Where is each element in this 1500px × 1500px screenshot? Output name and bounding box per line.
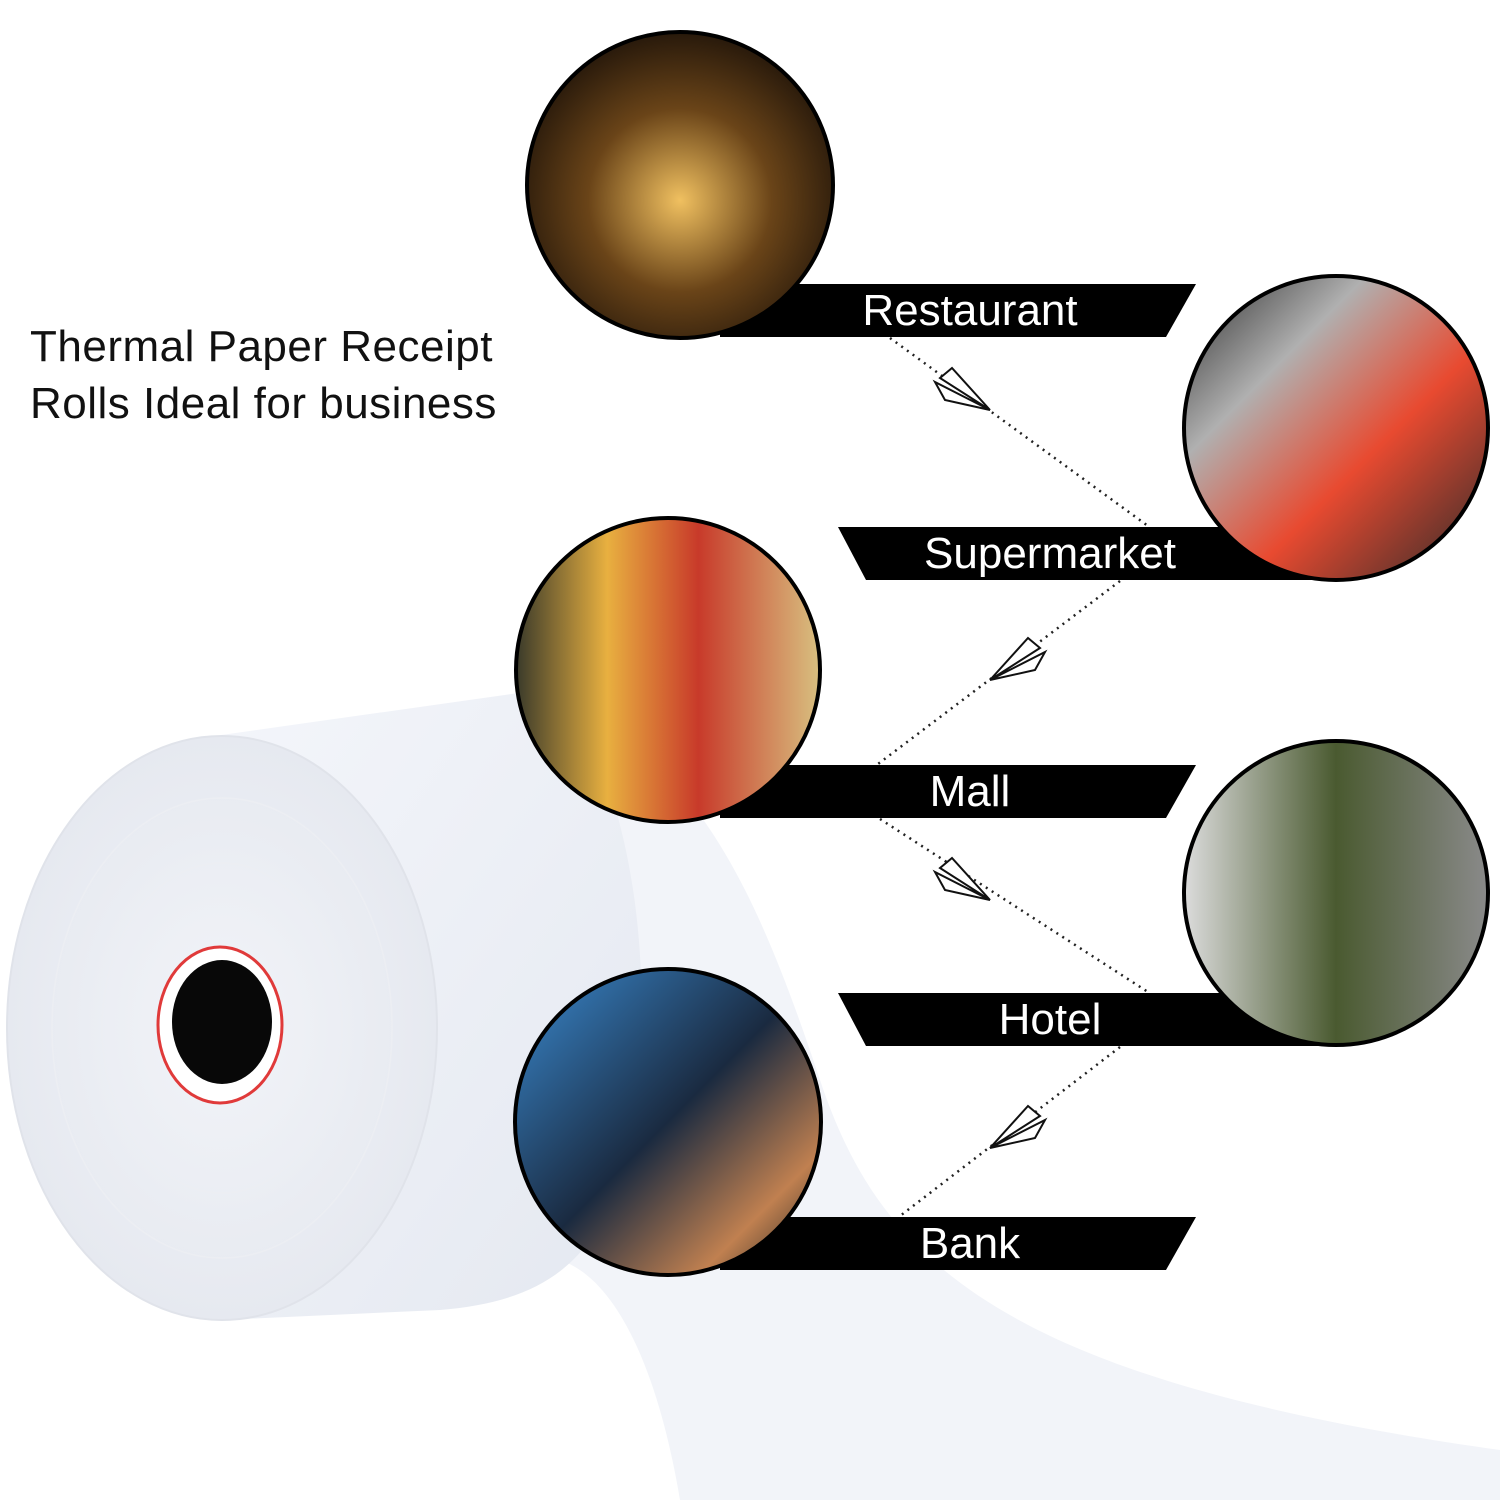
towers-and-palm-photo [1182,739,1490,1047]
banner-restaurant [720,284,1196,337]
label-mall: Mall [929,767,1011,816]
label-bank: Bank [919,1219,1021,1268]
label-supermarket: Supermarket [924,529,1176,578]
paper-plane-icon [932,856,991,901]
paper-strip [560,700,1500,1500]
headline: Thermal Paper Receipt Rolls Ideal for bu… [30,318,497,432]
headline-line-1: Thermal Paper Receipt [30,322,493,371]
banner-hotel [838,993,1340,1046]
banner-bank [720,1217,1196,1270]
paper-plane-icon [932,366,991,411]
headline-line-2: Rolls Ideal for business [30,379,497,428]
label-hotel: Hotel [998,995,1102,1044]
clothing-store-photo [1182,274,1490,582]
label-restaurant: Restaurant [862,286,1078,335]
grocery-shelves-photo [514,516,822,824]
paper-plane-icon [989,636,1048,681]
dotted-connectors [877,336,1149,1217]
roll-core-hole [172,960,272,1084]
banner-supermarket [838,527,1340,580]
restaurant-photo [525,30,835,340]
paper-plane-icon [989,1104,1048,1149]
banner-mall [720,765,1196,818]
payment-terminal-photo [513,967,823,1277]
